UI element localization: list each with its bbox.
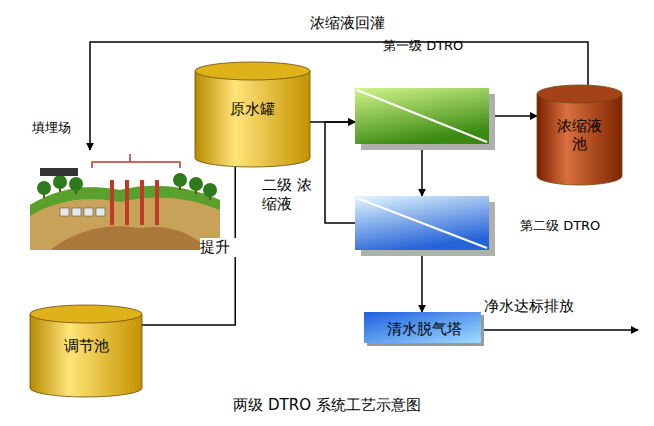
flow-line	[421, 144, 423, 196]
discharge-arrow	[476, 329, 638, 331]
tree	[53, 175, 67, 192]
dtro-stage-two: 第二级 DTRO	[355, 196, 495, 256]
node-heading: 填埋场	[32, 120, 71, 136]
edge-label: 二级 浓缩液	[262, 176, 314, 214]
drum	[72, 208, 81, 216]
gas-pipe	[92, 154, 180, 168]
dtro-stage-one: 第一级 DTRO	[355, 88, 495, 150]
sign-board	[40, 168, 78, 176]
tree	[37, 181, 51, 198]
node-shape	[355, 88, 495, 150]
figure-caption: 两级 DTRO 系统工艺示意图	[0, 396, 654, 415]
membrane-line	[357, 198, 487, 248]
tank-body	[30, 314, 142, 397]
landfill-illustration	[30, 150, 220, 250]
tank-top	[30, 305, 142, 323]
drum	[84, 208, 93, 216]
concentrate-pool: 浓缩液 池	[537, 85, 622, 185]
flow-line	[325, 122, 355, 223]
gas-well	[155, 180, 159, 225]
flow-line	[421, 250, 423, 312]
gas-well	[110, 180, 114, 225]
node-text: 清水脱气塔	[364, 320, 484, 338]
landfill-waste	[50, 226, 210, 250]
gas-well	[140, 180, 144, 225]
flow-line	[90, 42, 588, 150]
drum	[96, 208, 105, 216]
gas-well	[125, 180, 129, 225]
edge-label: 提升	[200, 238, 240, 257]
equalization-tank: 调节池	[30, 305, 142, 397]
tank-body	[537, 94, 622, 185]
membrane-line	[357, 90, 487, 142]
node-text: 原水罐	[195, 100, 310, 118]
tank-body	[195, 71, 310, 167]
landfill: 填埋场	[30, 150, 220, 250]
flow-line	[489, 115, 537, 117]
note-label: 净水达标排放	[484, 297, 574, 316]
tree	[189, 177, 203, 194]
tree	[203, 183, 217, 200]
membrane-box	[355, 88, 489, 144]
tree	[69, 177, 83, 194]
membrane-box	[355, 196, 489, 250]
node-text: 浓缩液 池	[550, 117, 610, 153]
node-text: 调节池	[30, 337, 142, 355]
node-shape	[355, 196, 495, 256]
node-heading: 第一级 DTRO	[383, 38, 463, 54]
tree	[173, 173, 187, 190]
tank-top	[537, 85, 622, 103]
degassing-tower: 清水脱气塔	[364, 312, 484, 346]
raw-water-tank: 原水罐	[195, 62, 310, 167]
node-heading: 第二级 DTRO	[520, 218, 600, 234]
edge-label: 浓缩液回灌	[310, 14, 400, 33]
tank-top	[195, 62, 310, 80]
drum	[60, 208, 69, 216]
